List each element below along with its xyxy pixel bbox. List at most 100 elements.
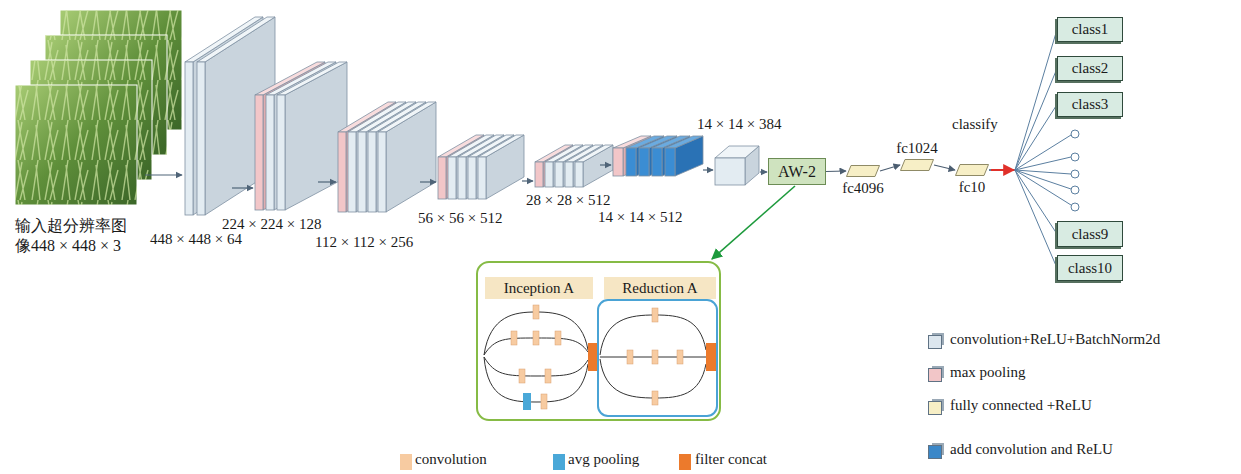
dimension-label: 14 × 14 × 384: [697, 116, 781, 133]
photo: [15, 85, 137, 205]
slab-front: [338, 132, 346, 212]
slab-side: [386, 102, 436, 212]
layer-label: fc4096: [842, 180, 884, 197]
dimension-label: 14 × 14 × 512: [598, 209, 682, 226]
dimension-label: 224 × 224 × 128: [222, 216, 321, 233]
legend-swatch: [553, 454, 565, 470]
slab-front: [613, 148, 623, 176]
module-panel: [477, 262, 720, 420]
slab-front: [378, 132, 386, 212]
concat-bar: [588, 343, 597, 371]
fanout-line: [989, 105, 1057, 171]
avgpool-block: [523, 393, 531, 410]
fanout-line: [989, 170, 1057, 268]
slab-front: [478, 157, 486, 199]
input-caption: 输入超分辨率图 像448 × 448 × 3: [15, 216, 147, 256]
classify-arrow: [991, 169, 1014, 171]
layer-blocks: [185, 17, 759, 215]
concat-bar: [706, 343, 716, 371]
dimension-label: 448 × 448 × 64: [150, 231, 242, 248]
fan-lines: [1015, 135, 1071, 205]
module-heading: Reduction A: [604, 277, 716, 299]
dimension-label: 56 × 56 × 512: [418, 210, 502, 227]
node-label: AW-2: [778, 163, 816, 181]
fc-layer: fc1024: [900, 159, 934, 171]
slab-front: [197, 62, 205, 215]
class-box: class1: [1057, 17, 1123, 42]
slab-top: [197, 17, 275, 62]
flow-connector: [826, 170, 846, 172]
callout-arrow: [712, 186, 795, 259]
class-box: class9: [1057, 221, 1123, 247]
node-label: Inception A: [504, 280, 574, 297]
flow-arrow: [703, 169, 713, 170]
fc-face: [901, 160, 934, 171]
reduction-outline: [598, 300, 717, 416]
slab-top: [378, 102, 436, 132]
flow-arrow: [420, 181, 436, 182]
slab-top: [277, 62, 347, 95]
slab-front: [555, 162, 563, 187]
layer-label: fc1024: [896, 140, 938, 157]
slab-front: [448, 157, 456, 199]
dimension-label: 28 × 28 × 512: [526, 192, 610, 209]
slab-front: [535, 162, 543, 187]
slab-top: [715, 146, 759, 158]
slab-front: [715, 158, 745, 185]
legend-text: max pooling: [950, 364, 1025, 381]
legend-swatch: [928, 335, 942, 349]
panel-outline: [477, 262, 720, 420]
slab-front: [665, 148, 675, 176]
slab-front: [575, 162, 583, 187]
inception-paths: [484, 312, 706, 402]
slab-top: [575, 145, 613, 162]
legend-text: convolution: [415, 451, 487, 468]
fc-shape: [900, 159, 934, 171]
fanout-line: [989, 69, 1057, 171]
legend-text: filter concat: [695, 451, 767, 468]
flow-arrow: [760, 171, 767, 172]
slab-front: [255, 95, 263, 210]
conv-blocks: [511, 305, 683, 409]
output-neurons: [1071, 130, 1079, 211]
input-photos: [15, 10, 182, 205]
module-heading: Inception A: [485, 277, 593, 299]
legend-swatch: [928, 445, 942, 459]
legend-swatch: [400, 454, 412, 470]
slab-front: [438, 157, 446, 199]
slab-top: [665, 136, 703, 148]
flow-arrow: [232, 187, 253, 188]
legend-text: fully connected +ReLU: [950, 397, 1092, 414]
class-box: class2: [1057, 56, 1123, 81]
legend-swatch: [679, 454, 691, 470]
fc-layer: fc4096: [846, 165, 880, 177]
legend-text: add convolution and ReLU: [950, 441, 1113, 458]
slab-front: [358, 132, 366, 212]
node-label: Reduction A: [622, 280, 697, 297]
flow-arrow: [600, 164, 611, 165]
slab-front: [266, 95, 274, 210]
slab-front: [468, 157, 476, 199]
slab-front: [458, 157, 466, 199]
node-label: class9: [1072, 226, 1109, 243]
slab-front: [639, 148, 649, 176]
flow-arrows: [145, 165, 767, 188]
class-box: class3: [1057, 92, 1123, 117]
slab-top: [478, 135, 524, 157]
legend-swatch: [928, 401, 942, 415]
node-label: class2: [1072, 60, 1109, 77]
fc-face: [956, 165, 989, 176]
fc-layer: fc10: [955, 164, 989, 176]
flow-arrow: [145, 174, 182, 175]
slab-front: [348, 132, 356, 212]
flow-arrow: [522, 180, 533, 181]
slab-front: [565, 162, 573, 187]
node-label: class3: [1072, 96, 1109, 113]
classify-label: classify: [952, 116, 998, 133]
node-label: class10: [1068, 260, 1112, 277]
legend-swatch: [928, 368, 942, 382]
slab-front: [185, 62, 193, 215]
fanout-line: [989, 170, 1057, 234]
fc-shape: [955, 164, 989, 176]
layer-label: fc10: [959, 179, 986, 196]
